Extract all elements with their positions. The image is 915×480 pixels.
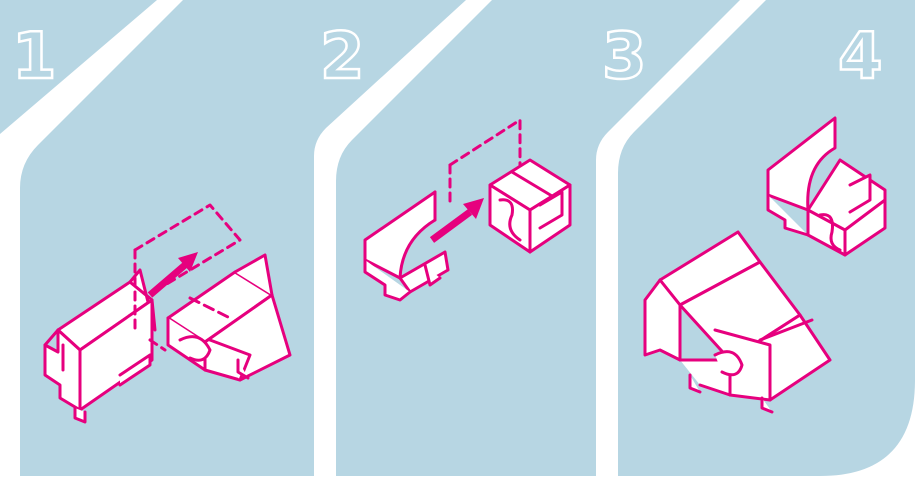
step-1-number: 1 — [12, 20, 57, 94]
step-4-number: 4 — [838, 20, 883, 94]
step-3-number: 3 — [602, 20, 647, 94]
step-2-number: 2 — [320, 20, 365, 94]
